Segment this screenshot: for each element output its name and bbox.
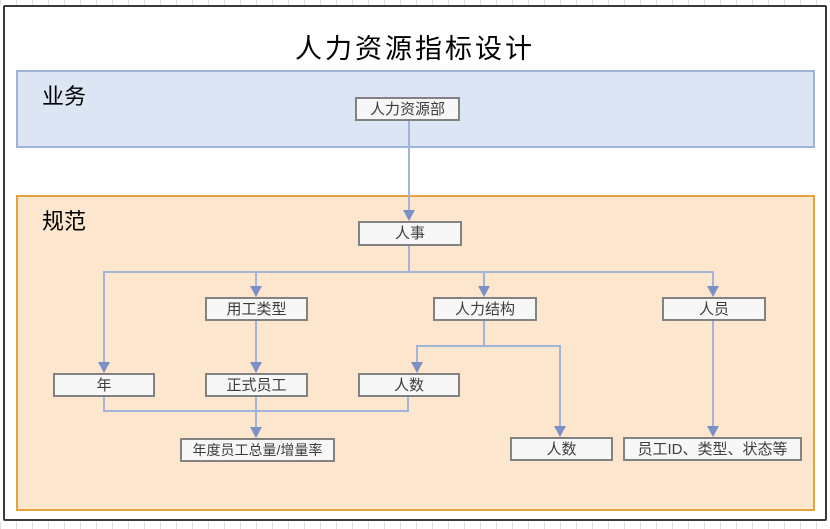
connector-line	[416, 345, 561, 347]
node-headcount-structure[interactable]: 人数	[358, 373, 460, 397]
connector-line	[416, 345, 418, 362]
node-regular-employee[interactable]: 正式员工	[205, 373, 308, 397]
spreadsheet-gridlines-top	[0, 0, 830, 5]
node-headcount-bottom[interactable]: 人数	[510, 437, 613, 461]
arrow-down-icon	[478, 286, 490, 297]
connector-line	[712, 321, 714, 426]
arrow-down-icon	[250, 362, 262, 373]
connector-line	[408, 121, 410, 210]
arrow-down-icon	[250, 427, 262, 438]
arrow-down-icon	[403, 210, 415, 221]
arrow-down-icon	[707, 426, 719, 437]
arrow-down-icon	[707, 286, 719, 297]
node-hr-dept[interactable]: 人力资源部	[355, 97, 460, 121]
region-standard-label: 规范	[42, 209, 87, 234]
arrow-down-icon	[98, 362, 110, 373]
node-staff[interactable]: 人员	[662, 297, 766, 321]
connector-line	[255, 321, 257, 362]
arrow-down-icon	[250, 286, 262, 297]
node-employee-attributes[interactable]: 员工ID、类型、状态等	[623, 437, 802, 461]
arrow-down-icon	[554, 426, 566, 437]
connector-line	[483, 271, 485, 286]
connector-line	[255, 271, 257, 286]
connector-line	[483, 321, 485, 347]
connector-line	[559, 345, 561, 426]
connector-line	[255, 397, 257, 427]
connector-line	[408, 246, 410, 273]
connector-line	[103, 271, 714, 273]
node-year[interactable]: 年	[53, 373, 155, 397]
node-employment-type[interactable]: 用工类型	[205, 297, 308, 321]
connector-line	[407, 397, 409, 412]
connector-line	[103, 271, 105, 362]
spreadsheet-gridlines-bottom	[0, 522, 830, 529]
connector-line	[712, 271, 714, 286]
connector-line	[103, 397, 105, 412]
region-business-label: 业务	[42, 84, 87, 109]
arrow-down-icon	[411, 362, 423, 373]
node-hr-structure[interactable]: 人力结构	[433, 297, 537, 321]
node-personnel[interactable]: 人事	[358, 221, 462, 246]
node-annual-total-rate[interactable]: 年度员工总量/增量率	[180, 438, 335, 462]
diagram-title: 人力资源指标设计	[295, 34, 535, 64]
